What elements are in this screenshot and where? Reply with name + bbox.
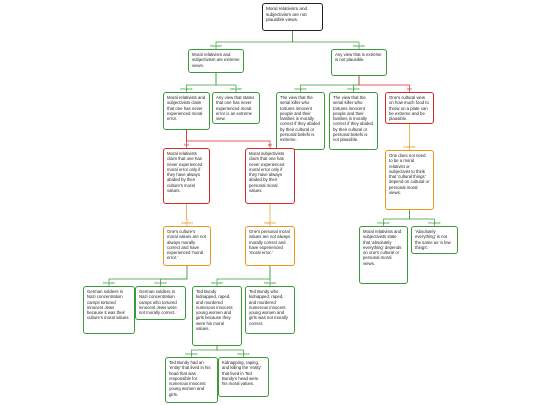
argument-node-n8[interactable]: One's cultural view on how much food to … (385, 92, 434, 125)
connector-n12 (186, 204, 188, 226)
relation-label: because (428, 221, 441, 225)
argument-node-n16[interactable]: German soldiers in Nazi concentration ca… (83, 286, 135, 334)
relation-label: because (210, 281, 224, 285)
argument-node-n14[interactable]: Moral relativists and subjectivists stat… (359, 226, 408, 284)
relation-label: however (263, 221, 277, 225)
argument-node-n19[interactable]: Ted Bundy who kidnapped, raped, and murd… (245, 286, 295, 334)
argument-node-n21[interactable]: Kidnapping, raping, and killing the 'ent… (218, 357, 269, 397)
argument-node-n2[interactable]: Moral relativism and subjectivism are ex… (188, 49, 244, 73)
relation-label: however (180, 221, 194, 225)
connector-n10 (186, 130, 271, 148)
argument-node-n17[interactable]: German soldiers in Nazi concentration ca… (135, 286, 186, 320)
relation-label: because (102, 281, 116, 285)
relation-label: because (377, 221, 390, 225)
argument-node-n18[interactable]: Ted Bundy kidnapped, raped, and murdered… (192, 286, 242, 346)
connector-n16 (108, 266, 188, 286)
connector-n17 (160, 266, 188, 286)
connector-n15 (409, 210, 435, 226)
relation-label: because (185, 352, 198, 356)
relation-label: because (180, 87, 193, 91)
relation-label: because (209, 44, 223, 48)
argument-node-n1[interactable]: Moral relativism and subjectivism are no… (262, 3, 323, 31)
argument-node-n5[interactable]: Any view that states that one has never … (212, 92, 260, 125)
connector-n21 (216, 346, 244, 357)
argument-node-n15[interactable]: 'Absolutely everything' is not the same … (411, 226, 458, 254)
connector-n18 (216, 266, 271, 286)
relation-label: however (403, 145, 416, 149)
argument-node-n20[interactable]: Ted Bundy had an 'entity' that lived in … (165, 357, 218, 403)
relation-label: but (407, 87, 412, 91)
argument-node-n12[interactable]: One's culture's moral values are not alw… (163, 226, 211, 266)
argument-node-n4[interactable]: Moral relativists and subjectivists clai… (163, 92, 210, 130)
connector-n3 (292, 31, 360, 49)
relation-label: but (184, 143, 189, 147)
argument-node-n7[interactable]: The view that the serial killer who tort… (329, 92, 378, 150)
argument-node-n11[interactable]: One does not need to be a moral relativi… (385, 150, 434, 210)
relation-label: because (352, 44, 366, 48)
relation-label: because (294, 87, 307, 91)
relation-label: because (347, 87, 360, 91)
argument-node-n10[interactable]: Moral subjectivists claim that one has n… (245, 148, 295, 204)
argument-node-n9[interactable]: Moral relativists claim that one has nev… (163, 148, 210, 204)
argument-node-n3[interactable]: Any view that is extreme is not plausibl… (331, 49, 387, 76)
relation-label: because (154, 281, 167, 285)
relation-label: because (229, 87, 243, 91)
argument-node-n13[interactable]: One's personal moral values are not alwa… (245, 226, 295, 266)
connector-n8 (358, 76, 410, 92)
connector-n2 (215, 31, 293, 49)
relation-label: because (263, 281, 277, 285)
argument-node-n6[interactable]: The view that the serial killer who tort… (276, 92, 325, 150)
relation-label: because (237, 352, 250, 356)
relation-label: but (267, 143, 273, 147)
connector-n5 (215, 73, 237, 92)
